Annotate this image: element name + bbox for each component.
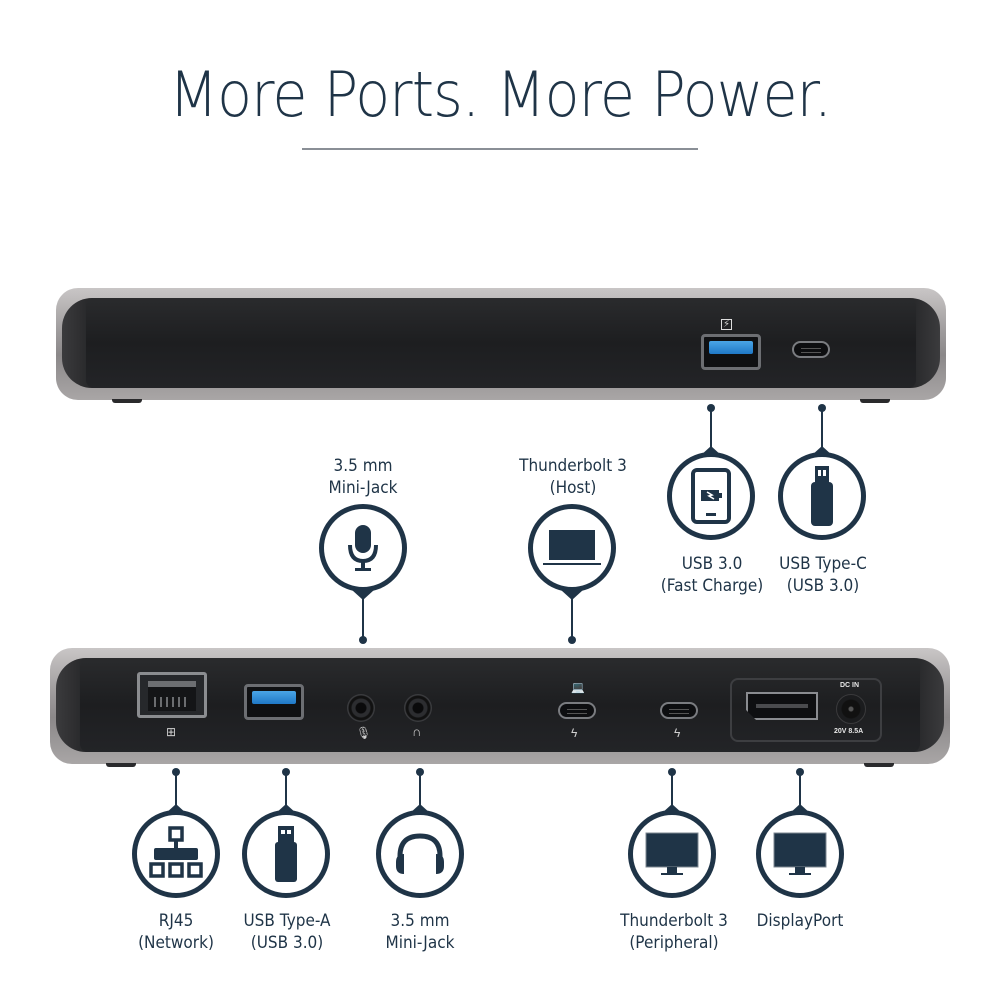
thunderbolt3-peripheral-port xyxy=(660,702,698,719)
laptop-icon: 💻 xyxy=(571,682,585,694)
usb-drive-icon xyxy=(811,466,833,526)
thunderbolt3-host-port xyxy=(558,702,596,719)
dc-in-label: DC IN xyxy=(840,682,860,689)
callout-label-usb-type-c-front: USB Type-C (USB 3.0) xyxy=(779,554,867,596)
microphone-icon: 🎙 xyxy=(356,726,372,740)
callout-label-displayport: DisplayPort xyxy=(756,911,844,931)
microphone-icon xyxy=(348,525,378,571)
headphone-jack-port xyxy=(404,694,432,722)
callout-label-mic-jack: 3.5 mm Mini-Jack xyxy=(328,456,398,498)
tablet-charging-icon xyxy=(691,468,731,524)
thunderbolt-icon: ϟ xyxy=(674,726,681,740)
callout-label-thunderbolt-host: Thunderbolt 3 (Host) xyxy=(519,456,627,498)
callout-label-headphone-jack: 3.5 mm Mini-Jack xyxy=(385,911,455,953)
monitor-icon xyxy=(773,832,827,875)
callout-label-rj45: RJ45 (Network) xyxy=(138,911,214,953)
rj45-port xyxy=(137,672,207,718)
front-usb-a-port xyxy=(701,334,761,370)
displayport-dcin-frame xyxy=(730,678,882,742)
callout-label-usb3-fast-charge: USB 3.0 (Fast Charge) xyxy=(660,554,764,596)
usb-drive-icon xyxy=(275,826,297,882)
mic-jack-port xyxy=(347,694,375,722)
laptop-icon xyxy=(543,530,601,565)
dc-rating-label: 20V 8.5A xyxy=(834,728,864,735)
thunderbolt-icon: ϟ xyxy=(571,726,578,740)
dock-rear-view: ⊞ 🎙 ∩ 💻 ϟ ϟ DC IN 20V 8.5A xyxy=(50,648,950,767)
monitor-icon xyxy=(645,832,699,875)
headphones-icon xyxy=(396,833,444,874)
dc-in-port xyxy=(836,694,866,724)
headphones-icon: ∩ xyxy=(412,724,422,739)
displayport-port xyxy=(746,692,818,720)
network-icon xyxy=(149,826,203,878)
page-title: More Ports. More Power. xyxy=(168,58,832,131)
title-divider xyxy=(302,148,698,150)
network-icon: ⊞ xyxy=(166,725,177,739)
front-usb-c-port xyxy=(792,341,830,358)
callout-label-usb-type-a: USB Type-A (USB 3.0) xyxy=(243,911,331,953)
rear-usb-a-port xyxy=(244,684,304,720)
dock-front-view: ⚡ xyxy=(56,288,946,403)
callout-label-thunderbolt-peripheral: Thunderbolt 3 (Peripheral) xyxy=(620,911,728,953)
fast-charge-icon: ⚡ xyxy=(721,319,733,330)
